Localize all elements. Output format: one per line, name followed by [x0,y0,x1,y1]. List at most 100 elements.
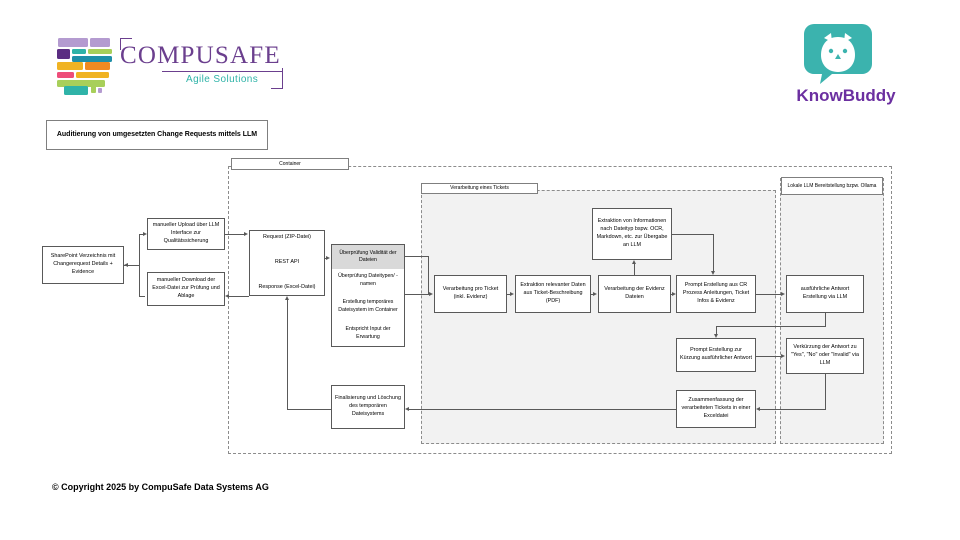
node-verarbeitung-pro-ticket[interactable]: Verarbeitung pro Ticket (inkl. Evidenz) [434,275,507,313]
knowbuddy-wordmark: KnowBuddy [796,86,896,105]
arrow-to-vpt [429,291,433,296]
arrow-to-zusam [756,406,760,411]
node-extraktion-relevanter-daten[interactable]: Extraktion relevanter Daten aus Ticket-B… [515,275,591,313]
node-prompt-erstellung-cr[interactable]: Prompt Erstellung aus CR Prozess Anleitu… [676,275,756,313]
node-manual-download[interactable]: manueller Download der Excel-Datei zur P… [147,272,225,306]
ticket-label-text: Verarbeitung eines Tickets [450,185,509,192]
node-prompt-erstellung-kuerzung-label: Prompt Erstellung zur Kürzung ausführlic… [680,347,752,361]
knowbuddy-owl-icon [804,24,872,84]
connector-sharepoint-hub [124,265,140,266]
page-title: Auditierung von umgesetzten Change Reque… [56,130,258,138]
arrow-to-info [631,260,636,264]
connector-validation-out-top [405,256,429,257]
node-manual-download-label: manueller Download der Excel-Datei zur P… [152,277,220,299]
connector-hub-download [139,296,145,297]
node-api-request[interactable]: Request (ZIP-Datei) [249,230,325,246]
connector-final-left [287,409,331,410]
node-rest-api[interactable]: REST API [249,245,325,281]
node-api-request-label: Request (ZIP-Datei) [263,234,311,241]
connector-final-up [287,300,288,410]
arrow-to-response [284,296,289,300]
connector-info-prompt1-h [672,234,714,235]
node-validation-validity-label: Überprüfung Validität der Dateien [339,249,397,263]
arrow-to-ext [510,291,514,296]
connector-ext-evid [591,294,594,295]
node-api-response[interactable]: Response (Excel-Datei) [249,280,325,296]
copyright-footer: © Copyright 2025 by CompuSafe Data Syste… [52,482,269,492]
validation-group: Überprüfung Validität der Dateien Überpr… [331,244,405,352]
container-region [228,166,892,454]
arrow-to-verk [781,353,785,358]
node-ausfuehrliche-antwort-label: ausführliche Antwort Erstellung via LLM [800,286,850,300]
llm-label-text: Lokale LLM Bereitstellung bzpw. Ollama [787,182,877,189]
connector-response-download [229,296,249,297]
connector-hub-upload [139,234,145,235]
arrow-to-validation [326,255,330,260]
arrow-to-final [405,406,409,411]
connector-zusam-final [409,409,676,410]
connector-hub-vertical [139,234,140,296]
knowbuddy-logo: KnowBuddy [786,24,906,110]
node-extraktion-relevanter-daten-label: Extraktion relevanter Daten aus Ticket-B… [520,282,586,304]
connector-upload-request [225,234,245,235]
node-prompt-erstellung-cr-label: Prompt Erstellung aus CR Prozess Anleitu… [682,282,750,304]
node-rest-api-label: REST API [274,258,300,265]
node-prompt-erstellung-kuerzung[interactable]: Prompt Erstellung zur Kürzung ausführlic… [676,338,756,372]
node-validation-validity[interactable]: Überprüfung Validität der Dateien [331,244,405,270]
node-verkuerzung-antwort-label: Verkürzung der Antwort zu "Yes", "No" od… [791,344,859,366]
arrow-to-upload [143,231,147,236]
arrow-to-ausf [781,291,785,296]
connector-vpt-ext [507,294,511,295]
node-validation-input-expectation[interactable]: Entspricht Input der Erwartung [331,321,405,347]
compusafe-logo: COMPUSAFE Agile Solutions [48,26,288,100]
node-manual-upload[interactable]: manueller Upload über LLM Interface zur … [147,218,225,250]
node-sharepoint[interactable]: SharePoint Verzeichnis mit Changerequest… [42,246,124,284]
connector-prompt1-ausf [756,294,783,295]
arrow-to-evid [593,291,597,296]
node-validation-tempfs-label: Erstellung temporäres Dateisystem im Con… [338,299,398,313]
connector-validation-out-bottom [405,294,429,295]
llm-region-label: Lokale LLM Bereitstellung bzpw. Ollama [781,177,883,195]
node-validation-tempfs[interactable]: Erstellung temporäres Dateisystem im Con… [331,292,405,322]
arrow-to-prompt1 [710,271,715,275]
connector-to-prompt2-v [716,326,717,335]
connector-ausf-down [825,313,826,326]
node-manual-upload-label: manueller Upload über LLM Interface zur … [152,222,220,244]
arrow-to-sharepoint [124,262,128,267]
compusafe-divider [162,71,282,72]
node-verkuerzung-antwort[interactable]: Verkürzung der Antwort zu "Yes", "No" od… [786,338,864,374]
node-verarbeitung-pro-ticket-label: Verarbeitung pro Ticket (inkl. Evidenz) [442,286,499,300]
node-zusammenfassung[interactable]: Zusammenfassung der verarbeiteten Ticket… [676,390,756,428]
diagram-title-box: Auditierung von umgesetzten Change Reque… [46,120,268,150]
connector-validation-riser [428,256,429,294]
node-finalisierung[interactable]: Finalisierung und Löschung des temporäre… [331,385,405,429]
ticket-region-label: Verarbeitung eines Tickets [421,183,538,194]
node-extraktion-informationen[interactable]: Extraktion von Informationen nach Dateit… [592,208,672,260]
compusafe-wordmark: COMPUSAFE [120,42,281,69]
arrow-to-download [225,293,229,298]
node-sharepoint-label: SharePoint Verzeichnis mit Changerequest… [50,253,116,275]
node-validation-filetypes[interactable]: Überprüfung Dateitypen/ -namen [331,269,405,293]
compusafe-bracket-left [120,38,132,50]
node-validation-input-expectation-label: Entspricht Input der Erwartung [345,326,391,340]
node-extraktion-informationen-label: Extraktion von Informationen nach Dateit… [596,218,668,248]
node-finalisierung-label: Finalisierung und Löschung des temporäre… [335,395,401,417]
connector-prompt2-verk [756,356,783,357]
connector-info-prompt1-v [713,234,714,272]
compusafe-tagline: Agile Solutions [186,74,259,85]
node-zusammenfassung-label: Zusammenfassung der verarbeiteten Ticket… [681,397,751,419]
node-verarbeitung-evidenz[interactable]: Verarbeitung der Evidenz Dateien [598,275,671,313]
connector-verk-down [825,374,826,409]
compusafe-bracket-right [271,68,283,89]
container-label-text: Container [279,160,301,167]
arrow-to-prompt1-side [672,291,676,296]
node-verarbeitung-evidenz-label: Verarbeitung der Evidenz Dateien [604,286,665,300]
arrow-to-prompt2 [713,334,718,338]
connector-ausf-left [716,326,826,327]
rest-api-group: Request (ZIP-Datei) REST API Response (E… [249,230,325,296]
arrow-to-request [244,231,248,236]
node-api-response-label: Response (Excel-Datei) [258,283,316,290]
node-validation-filetypes-label: Überprüfung Dateitypen/ -namen [338,273,398,287]
connector-verk-zusam [760,409,826,410]
node-ausfuehrliche-antwort[interactable]: ausführliche Antwort Erstellung via LLM [786,275,864,313]
